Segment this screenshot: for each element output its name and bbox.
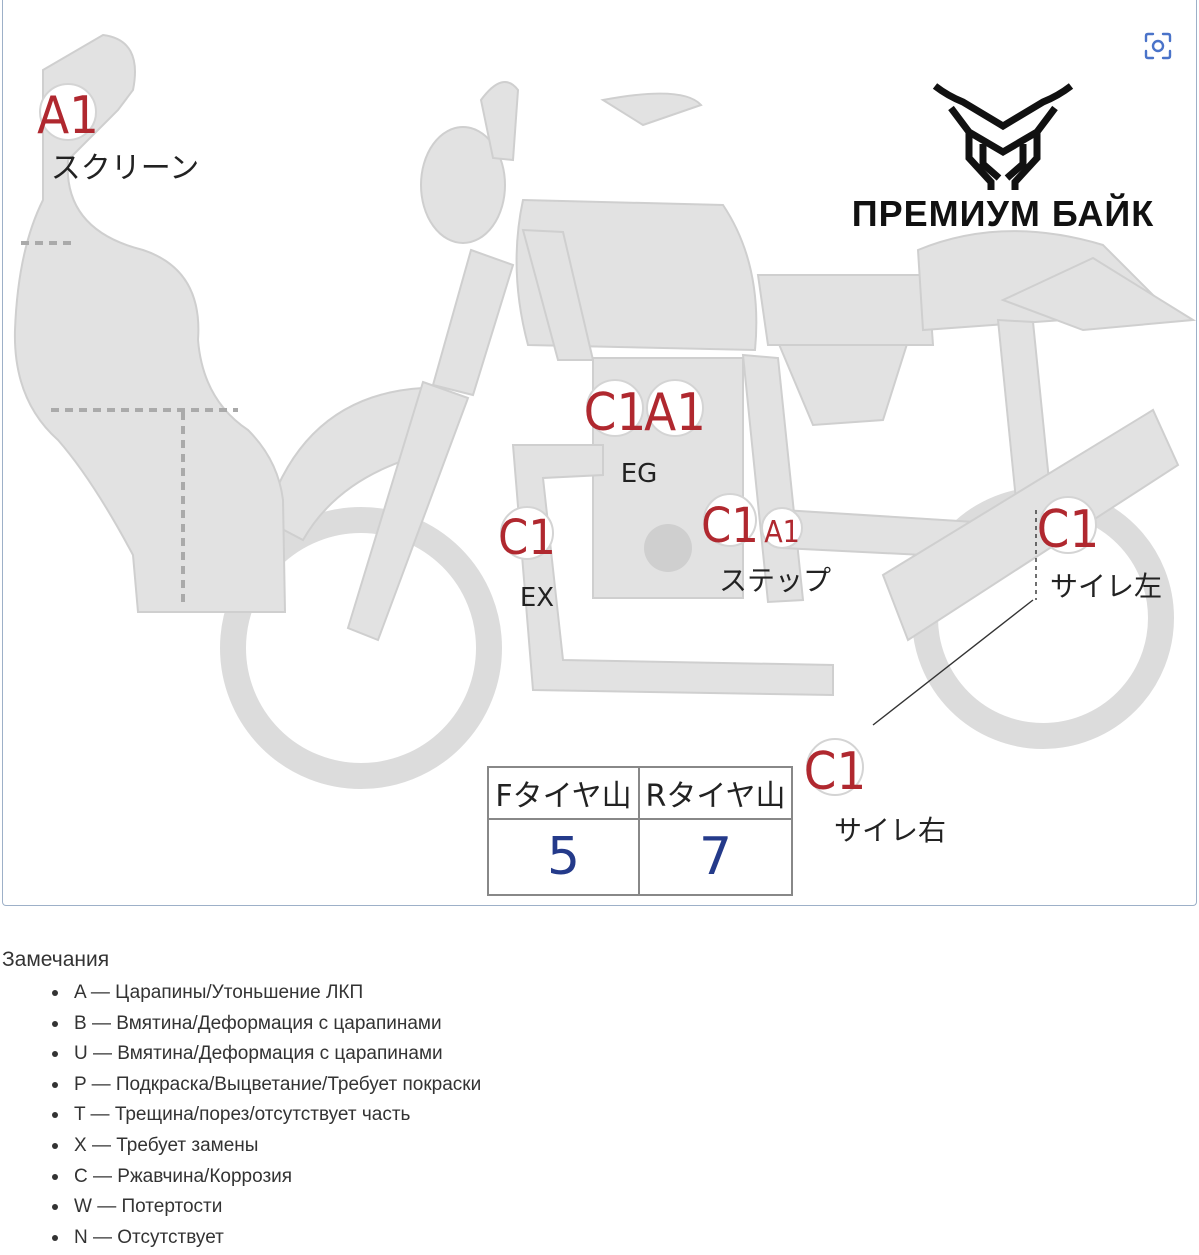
front-tire-header: Fタイヤ山 [489,768,640,820]
marker-code: C1 [1037,500,1099,560]
tire-tread-table: Fタイヤ山 Rタイヤ山 5 7 [487,766,793,896]
muffler [881,408,1180,642]
headlight [420,126,506,244]
marker-label: EX [520,583,554,613]
marker-label: EG [621,459,658,489]
front-fork [346,380,470,642]
front-tire-value: 5 [489,820,640,894]
remarks-list: A — Царапины/Утоньшение ЛКП B — Вмятина/… [2,978,802,1253]
list-item: P — Подкраска/Выцветание/Требует покраск… [52,1070,802,1101]
list-item: U — Вмятина/Деформация с царапинами [52,1039,802,1070]
rear-tire-header: Rタイヤ山 [640,768,791,820]
leader-line-right [872,599,1034,726]
list-item: N — Отсутствует [52,1223,802,1254]
list-item: T — Трещина/порез/отсутствует часть [52,1100,802,1131]
list-item: X — Требует замены [52,1131,802,1162]
marker-code: C1 [701,498,759,554]
remarks-title: Замечания [2,948,110,971]
marker-code: A1 [37,86,99,146]
marker-code: C1 [804,742,866,802]
front-wheel [220,507,502,789]
marker-label: スクリーン [51,151,200,186]
mirror-right [600,92,703,127]
list-item: C — Ржавчина/Коррозия [52,1162,802,1193]
rear-fender [1000,256,1196,332]
rear-tire-value: 7 [698,827,733,887]
brand-name: ПРЕМИУМ БАЙК [851,193,1155,234]
list-item: A — Царапины/Утоньшение ЛКП [52,978,802,1009]
seat-front [756,274,935,346]
list-item: W — Потертости [52,1192,802,1223]
marker-code: A1 [644,383,706,443]
marker-code: A1 [764,515,800,550]
bull-head-logo-icon [932,83,1074,190]
engine-cover [644,524,692,572]
motorcycle-condition-diagram: A1 スクリーン C1 A1 EG C1 EX C1 A1 ステップ C1 サイ… [2,0,1197,906]
marker-label: サイレ左 [1050,570,1162,603]
fairing [13,33,287,613]
marker-circles [39,83,1097,796]
remarks-section: Замечания A — Царапины/Утоньшение ЛКП B … [2,948,802,1253]
motorcycle-outline: A1 スクリーン C1 A1 EG C1 EX C1 A1 ステップ C1 サイ… [13,33,1196,847]
exhaust-pipe [511,444,834,697]
mirror-left [479,81,520,162]
headlight-stem [431,248,515,397]
marker-code: C1 [498,510,556,566]
list-item: B — Вмятина/Деформация с царапинами [52,1009,802,1040]
marker-label: サイレ右 [834,814,946,847]
marker-code: C1 [584,383,646,443]
marker-label: ステップ [719,564,831,597]
google-lens-icon[interactable] [1140,28,1176,64]
